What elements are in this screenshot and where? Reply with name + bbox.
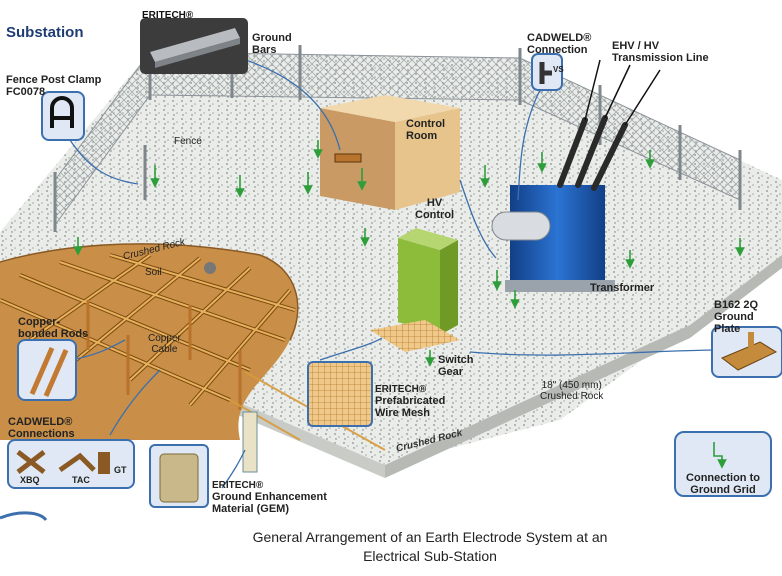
label-ground-bars: Ground Bars — [252, 32, 292, 57]
label-ehv-line: EHV / HV Transmission Line — [612, 40, 709, 65]
label-cadweld-connections: CADWELD® Connections — [8, 416, 75, 441]
ground-bars-callout — [140, 18, 248, 74]
hv-control-top — [398, 228, 458, 250]
connection-grid-callout — [674, 431, 772, 497]
leader-lines — [69, 54, 721, 489]
label-switch-gear: Switch Gear — [438, 354, 474, 379]
label-copper-rods: Copper- bonded Rods — [18, 316, 89, 341]
ground-connection-arrows — [73, 140, 745, 367]
hv-control-side — [440, 240, 458, 335]
bushings — [557, 115, 628, 191]
label-fence-post-clamp: Fence Post Clamp FC0078 — [6, 74, 102, 99]
label-hv-control: HV Control — [415, 197, 455, 222]
slab-right-edge — [385, 255, 782, 478]
page-title: Substation — [6, 24, 84, 41]
label-cadweld-connection: CADWELD® Connection — [527, 32, 592, 57]
gem-tube — [242, 411, 258, 473]
label-xbq: XBQ — [20, 475, 40, 485]
fence-clamp-callout — [41, 91, 85, 141]
label-gt: GT — [114, 465, 127, 475]
prefab-wire-mesh — [370, 320, 460, 352]
label-vs: VS — [553, 65, 564, 74]
label-rock-depth: 18" (450 mm) Crushed Rock — [540, 380, 604, 402]
cadweld-vs-callout — [531, 53, 563, 91]
label-eritech-bars: ERITECH® — [142, 10, 194, 21]
hv-control-front — [398, 238, 440, 335]
ground-rods — [86, 300, 242, 410]
label-connection-grid: Connection to Ground Grid — [686, 472, 760, 497]
wire-mesh-callout — [307, 361, 373, 427]
label-control-room: Control Room — [406, 118, 446, 143]
control-room-right — [395, 108, 460, 210]
figure-caption: General Arrangement of an Earth Electrod… — [252, 529, 608, 564]
copper-rods-callout — [17, 339, 77, 401]
label-gem: ERITECH® Ground Enhancement Material (GE… — [212, 480, 327, 516]
gem-bag-callout — [149, 444, 209, 508]
control-room-top — [320, 95, 460, 122]
ground-bar-plate — [334, 153, 362, 163]
ground-plate-callout — [711, 326, 782, 378]
label-ground-plate: B162 2Q Ground Plate — [714, 299, 759, 336]
cadweld-connections-callout — [7, 439, 135, 489]
label-fence: Fence — [174, 136, 202, 147]
label-soil: Soil — [145, 267, 162, 278]
label-tac: TAC — [72, 475, 90, 485]
clamp-icon — [50, 96, 74, 128]
logo-swoosh — [0, 511, 48, 522]
label-transformer: Transformer — [590, 282, 655, 294]
label-wire-mesh: ERITECH® Prefabricated Wire Mesh — [375, 384, 446, 420]
transformer-tank — [491, 211, 551, 241]
label-copper-cable: Copper Cable — [148, 333, 181, 355]
